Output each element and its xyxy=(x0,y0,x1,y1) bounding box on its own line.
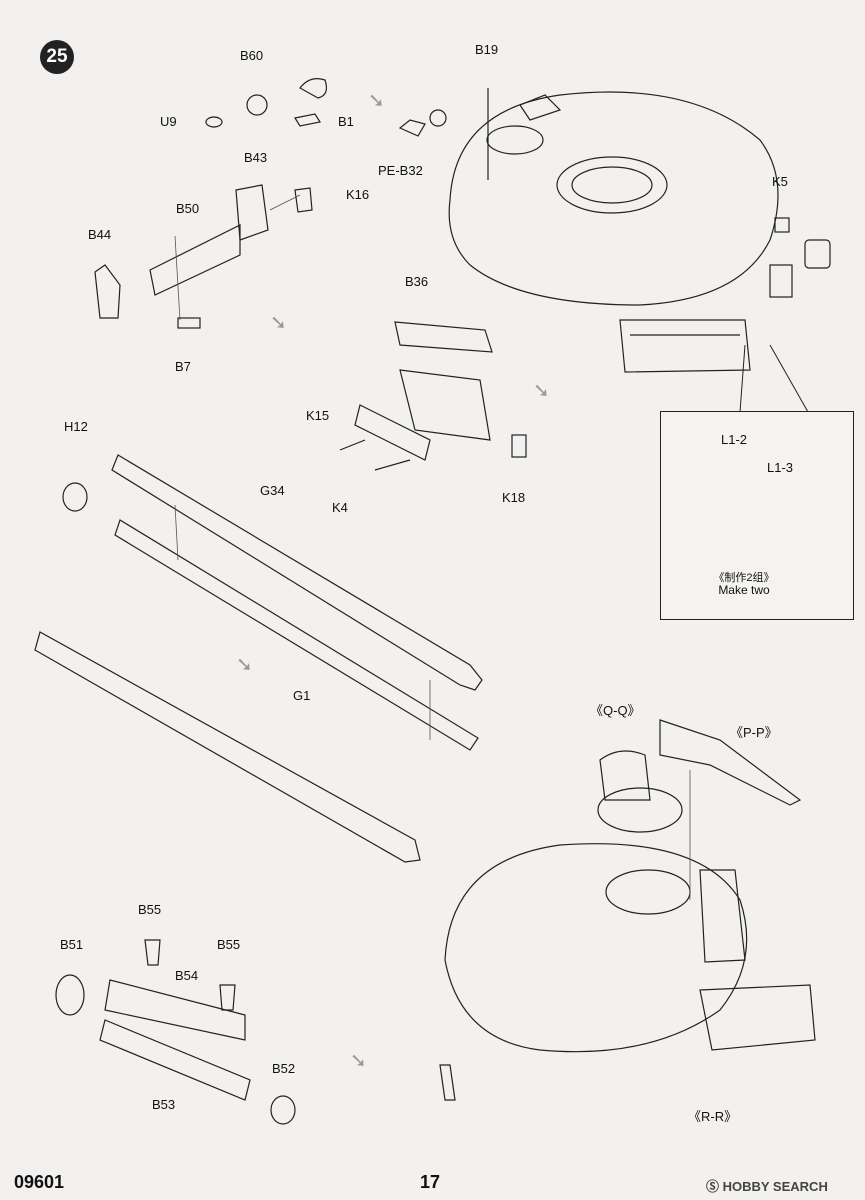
part-label-b55-left: B55 xyxy=(138,902,162,917)
lower-barrel-drawing xyxy=(34,631,421,863)
part-label-b7: B7 xyxy=(175,359,191,374)
direction-arrow: ➘ xyxy=(350,1050,367,1072)
detail-inset: L1-2 L1-3 《制作2组》 Make two xyxy=(660,411,854,620)
upper-turret-drawing xyxy=(448,91,779,306)
part-label-l1-2: L1-2 xyxy=(721,432,748,447)
part-label-pe-b32: PE-B32 xyxy=(378,163,423,178)
part-label-g1: G1 xyxy=(293,688,311,703)
part-label-b54: B54 xyxy=(175,968,199,983)
part-label-r-r: 《R-R》 xyxy=(688,1109,738,1124)
part-label-k16: K16 xyxy=(346,187,370,202)
direction-arrow: ➘ xyxy=(236,654,253,676)
page-number: 17 xyxy=(420,1172,441,1192)
make-two-note-cn: 《制作2组》 xyxy=(713,572,775,584)
part-label-b43: B43 xyxy=(244,150,268,165)
part-label-h12: H12 xyxy=(64,419,88,434)
step-number-badge: 25 xyxy=(40,40,74,74)
part-label-b60: B60 xyxy=(240,48,264,63)
part-label-b52: B52 xyxy=(272,1061,296,1076)
part-label-g34: G34 xyxy=(260,483,285,498)
direction-arrow: ➘ xyxy=(368,90,385,112)
part-label-b44: B44 xyxy=(88,227,112,242)
part-label-b1: B1 xyxy=(338,114,354,129)
part-label-b51: B51 xyxy=(60,937,84,952)
part-label-k4: K4 xyxy=(332,500,348,515)
part-label-b53: B53 xyxy=(152,1097,176,1112)
part-label-b19: B19 xyxy=(475,42,499,57)
part-label-b50: B50 xyxy=(176,201,200,216)
part-label-b36: B36 xyxy=(405,274,429,289)
brand-watermark: Ⓢ HOBBY SEARCH xyxy=(706,1179,828,1194)
part-label-u9: U9 xyxy=(160,114,177,129)
product-code: 09601 xyxy=(14,1172,65,1192)
part-label-b55-right: B55 xyxy=(217,937,241,952)
direction-arrow: ➘ xyxy=(270,312,287,334)
part-label-l1-3: L1-3 xyxy=(767,460,794,475)
part-label-p-p: 《P-P》 xyxy=(730,725,778,740)
lower-turret-drawing xyxy=(444,843,748,1053)
upper-barrel-drawing xyxy=(111,454,483,691)
part-label-q-q: 《Q-Q》 xyxy=(590,703,641,718)
make-two-note-en: Make two xyxy=(718,583,770,597)
part-label-k5: K5 xyxy=(772,174,788,189)
direction-arrow: ➘ xyxy=(533,380,550,402)
part-label-k18: K18 xyxy=(502,490,526,505)
part-label-k15: K15 xyxy=(306,408,330,423)
